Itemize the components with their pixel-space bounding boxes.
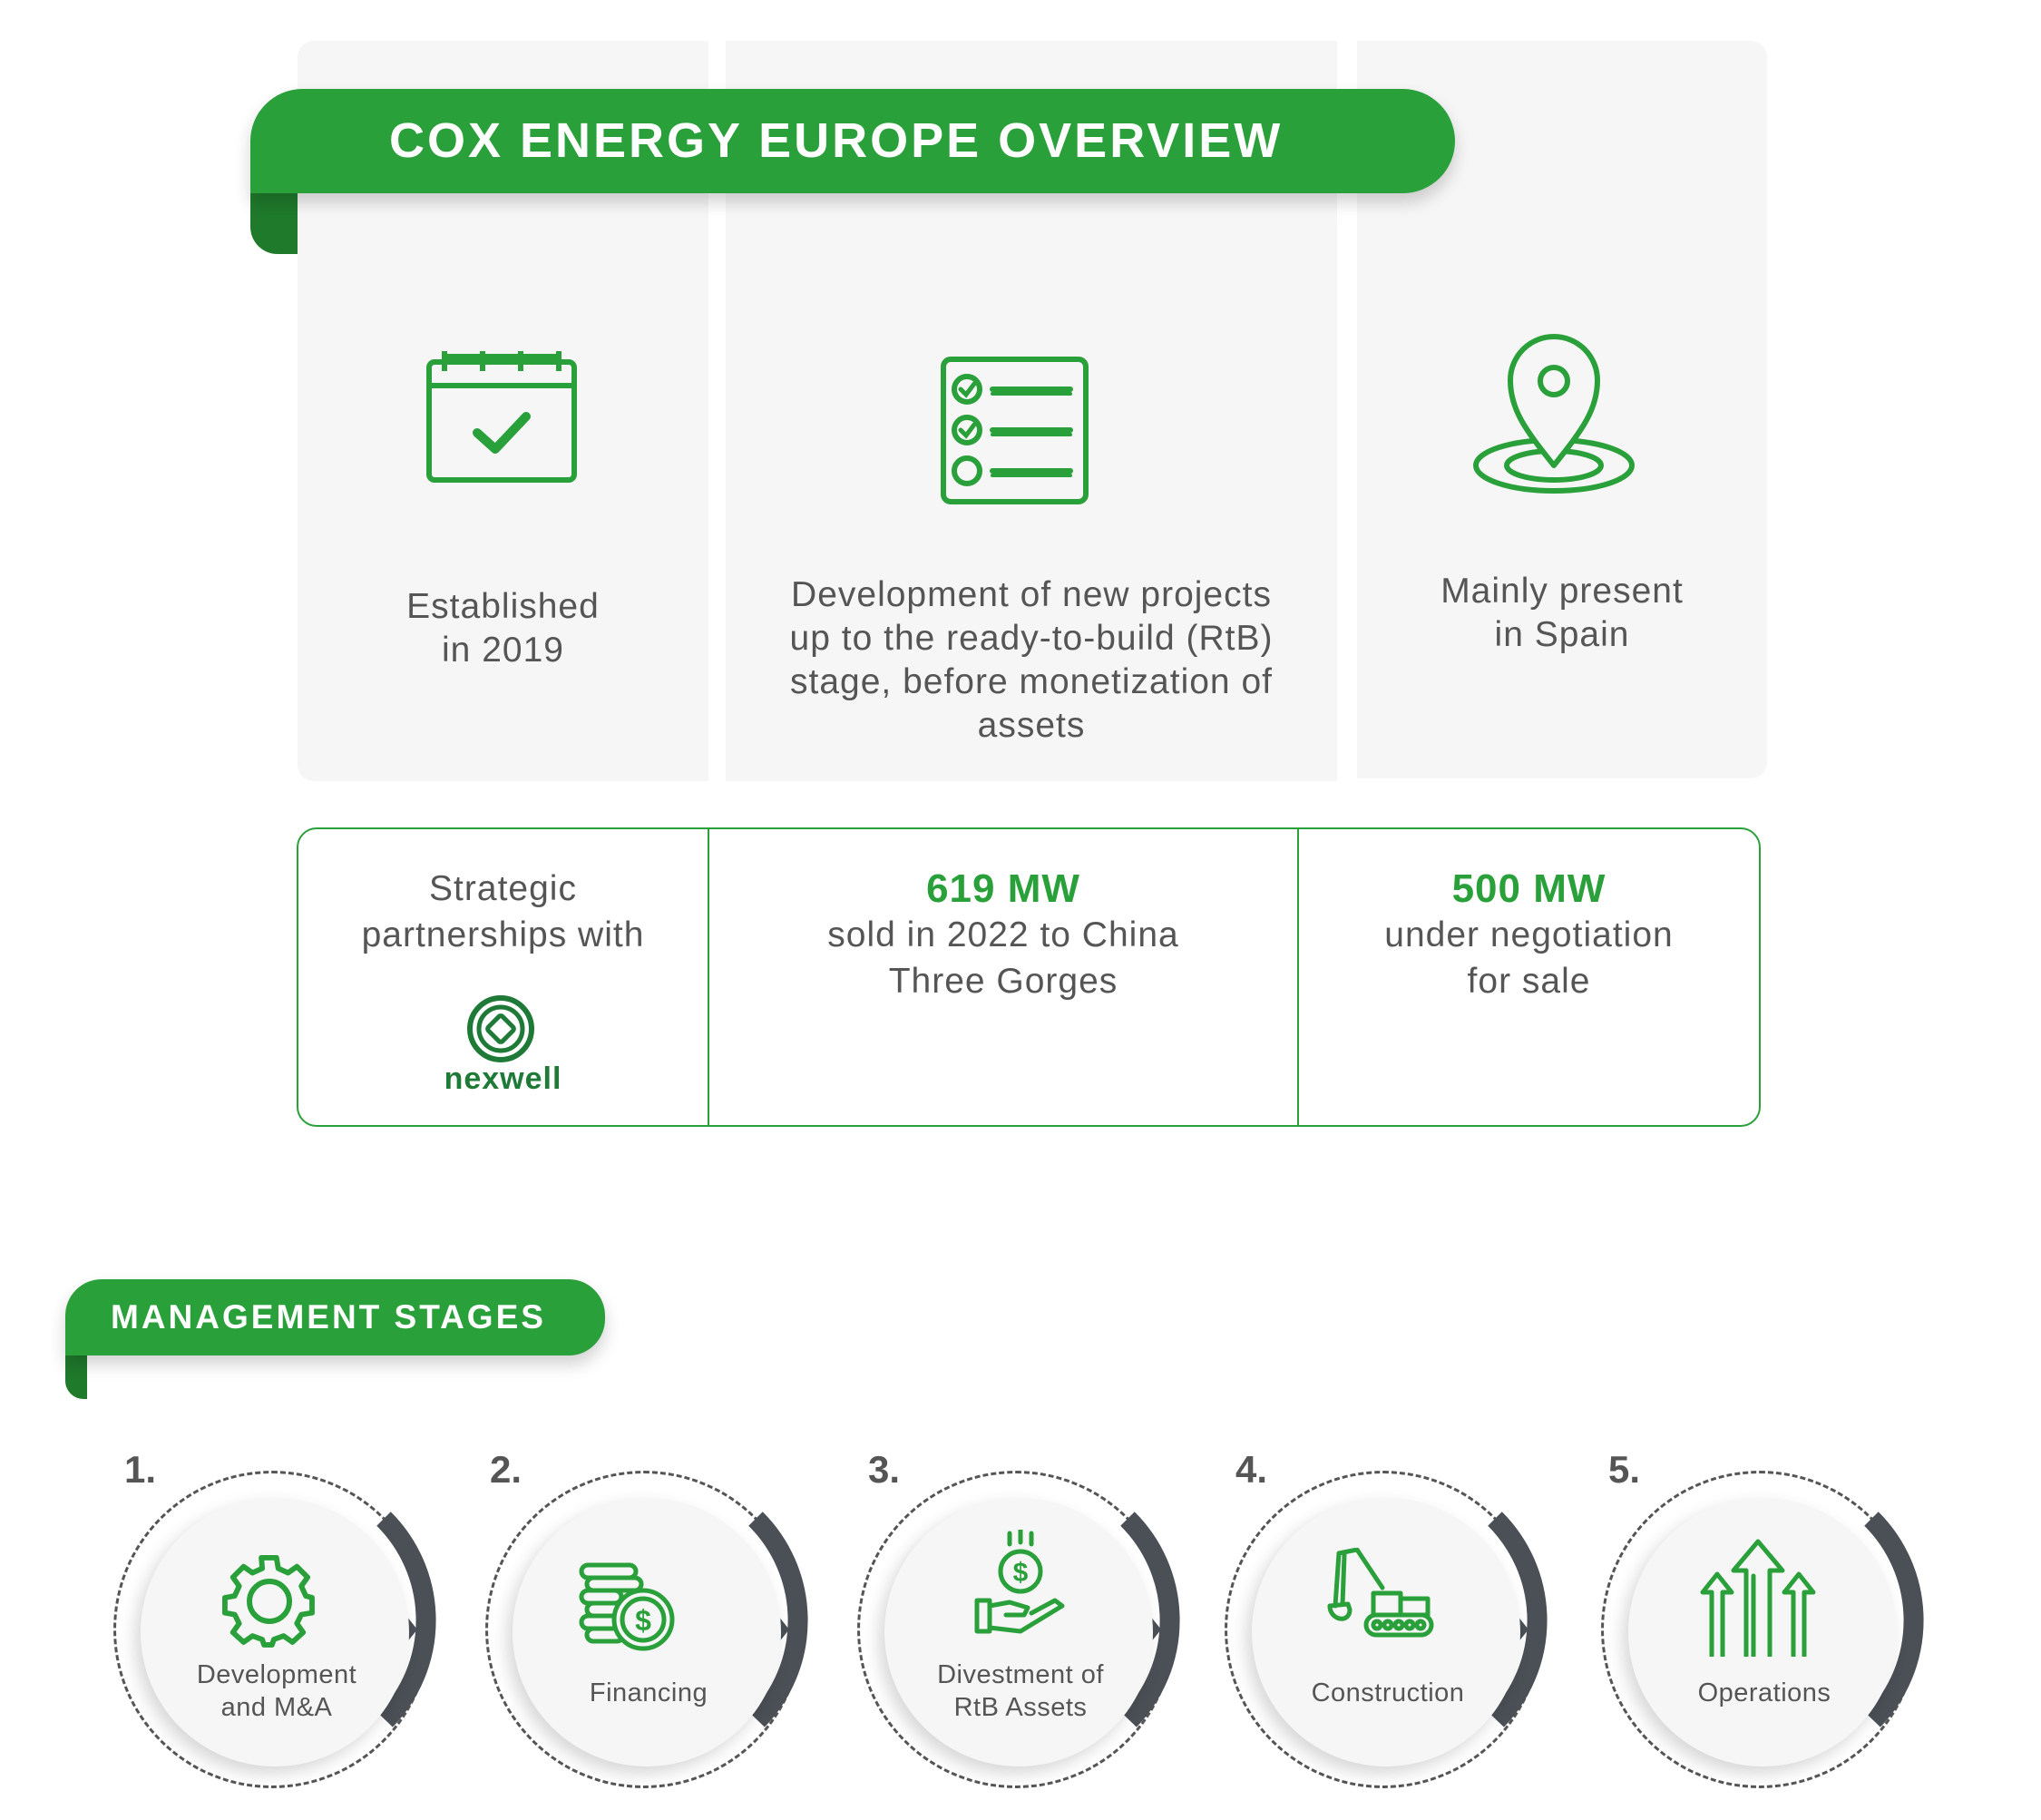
stage-circle [1252, 1498, 1520, 1766]
management-title: MANAGEMENT STAGES [65, 1279, 605, 1355]
stage-number: 5. [1608, 1448, 1641, 1491]
stage-financing: 2. $ Financing [467, 1448, 812, 1793]
stage-label: Construction [1311, 1678, 1465, 1707]
negotiation-value: 500 MW [1451, 866, 1606, 911]
growth-arrows-icon [1700, 1539, 1816, 1657]
gear-icon [222, 1554, 315, 1648]
stage-operations: 5. Operations [1583, 1448, 1928, 1793]
stage-construction: 4. Construction [1206, 1448, 1551, 1793]
sold-value: 619 MW [926, 866, 1080, 911]
stage-number: 1. [124, 1448, 157, 1491]
calendar-check-icon [426, 351, 577, 483]
stage-circle [141, 1498, 409, 1766]
development-text: Development of new projects up to the re… [789, 575, 1274, 745]
nexwell-logo-text: nexwell [444, 1062, 562, 1096]
excavator-icon [1327, 1548, 1434, 1638]
hand-dollar-icon: $ [974, 1530, 1065, 1634]
stage-arc [1864, 1512, 1924, 1727]
stage-circle [1628, 1498, 1897, 1766]
coins-dollar-icon: $ [579, 1562, 675, 1651]
stats-divider [1297, 829, 1299, 1125]
stage-label: Financing [589, 1678, 708, 1707]
svg-text:$: $ [1013, 1558, 1029, 1588]
svg-text:$: $ [635, 1604, 651, 1637]
overview-title: COX ENERGY EUROPE OVERVIEW [250, 89, 1455, 193]
nexwell-logo-icon [467, 995, 534, 1062]
checklist-icon [941, 357, 1089, 504]
stage-number: 4. [1235, 1448, 1268, 1491]
stats-divider [708, 829, 709, 1125]
location-pin-icon [1473, 334, 1635, 494]
stage-number: 2. [490, 1448, 522, 1491]
stage-label: Operations [1697, 1678, 1831, 1707]
stage-number: 3. [868, 1448, 901, 1491]
